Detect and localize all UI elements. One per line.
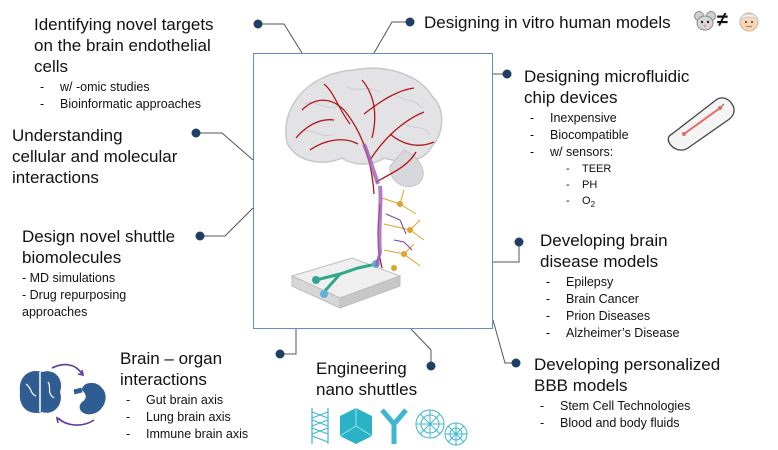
bullet-dot-interactions (191, 128, 201, 138)
liposome-icon (415, 409, 445, 439)
invitro-title: Designing in vitro human models (424, 13, 671, 32)
list-item: TEER (560, 161, 724, 177)
section-targets: Identifying novel targets on the brain e… (34, 14, 249, 113)
list-item: Blood and body fluids (534, 415, 774, 432)
list-item: Gut brain axis (120, 392, 280, 409)
section-nano: Engineering nano shuttles (316, 358, 446, 400)
list-item: Stem Cell Technologies (534, 398, 774, 415)
nano-title-2: nano shuttles (316, 380, 418, 399)
connector-targets (258, 23, 303, 54)
personal-title-1: Developing personalized (534, 355, 721, 374)
brain-gut-icon (19, 363, 106, 426)
nanotube-icon (311, 408, 329, 444)
list-item: Epilepsy (540, 274, 740, 291)
list-item: Lung brain axis (120, 409, 280, 426)
list-item: Prion Diseases (540, 308, 740, 325)
human-face-icon (739, 12, 759, 32)
targets-title-2: on the brain endothelial (34, 36, 211, 55)
connector-organ (280, 329, 297, 355)
connector-personal (492, 319, 516, 364)
connector-invitro (373, 21, 410, 54)
microfluidic-chip-icon (667, 97, 735, 151)
connector-shuttle (200, 207, 254, 237)
bullet-dot-microfluidic (502, 69, 512, 79)
shuttle-item-1: - MD simulations (22, 271, 116, 285)
dendrimer-icon (444, 422, 468, 446)
organ-list: Gut brain axis Lung brain axis Immune br… (120, 392, 280, 443)
list-item: Immune brain axis (120, 426, 280, 443)
interactions-title-3: interactions (12, 168, 99, 187)
shuttle-item-2: - Drug repurposing (22, 288, 127, 302)
brain-bbb-illustration (285, 67, 443, 309)
organ-title-1: Brain – organ (120, 349, 223, 368)
section-disease: Developing brain disease models Epilepsy… (540, 230, 740, 342)
neurons (391, 201, 413, 271)
purple-vessel (362, 143, 380, 185)
organ-title-2: interactions (120, 370, 207, 389)
personal-list: Stem Cell Technologies Blood and body fl… (534, 398, 774, 432)
list-item: Inexpensive (524, 110, 724, 127)
bullet-dot-targets (253, 19, 263, 29)
list-item: w/ -omic studies (34, 79, 249, 96)
list-item: Alzheimer’s Disease (540, 325, 740, 342)
o2-subscript: 2 (590, 200, 596, 210)
section-invitro: Designing in vitro human models (424, 12, 724, 33)
disease-title-1: Developing brain (540, 231, 668, 250)
list-item: O2 (560, 193, 724, 213)
mouse-icon (694, 11, 716, 31)
bullet-dot-organ (275, 349, 285, 359)
shuttle-title-1: Design novel shuttle (22, 227, 176, 246)
connector-disease (493, 242, 520, 263)
targets-title-1: Identifying novel targets (34, 15, 214, 34)
section-organ: Brain – organ interactions Gut brain axi… (120, 348, 280, 443)
interactions-title-1: Understanding (12, 126, 123, 145)
microfluidic-title-1: Designing microfluidic (524, 67, 690, 86)
microfluidic-list: Inexpensive Biocompatible w/ sensors: (524, 110, 724, 161)
bullet-dot-shuttle (195, 231, 205, 241)
list-item: Bioinformatic approaches (34, 96, 249, 113)
connector-nano (410, 328, 432, 366)
interactions-title-2: cellular and molecular (12, 147, 178, 166)
o2-base: O (582, 195, 591, 207)
disease-title-2: disease models (540, 252, 659, 271)
personal-title-2: BBB models (534, 376, 628, 395)
antibody-icon (380, 408, 408, 444)
chip-channel (315, 262, 377, 282)
brain-shape (285, 67, 443, 165)
list-item: Brain Cancer (540, 291, 740, 308)
list-item: Biocompatible (524, 127, 724, 144)
nano-shuttle-icons (311, 408, 468, 446)
shuttle-item-3: approaches (22, 305, 88, 319)
bullet-dot-invitro (405, 17, 415, 27)
nano-title-1: Engineering (316, 359, 407, 378)
microfluidic-title-2: chip devices (524, 88, 618, 107)
list-item: w/ sensors: (524, 144, 724, 161)
disease-list: Epilepsy Brain Cancer Prion Diseases Alz… (540, 274, 740, 342)
section-shuttle: Design novel shuttle biomolecules - MD s… (22, 226, 202, 321)
purple-stem (377, 185, 383, 255)
targets-title-3: cells (34, 57, 69, 76)
list-item: PH (560, 177, 724, 193)
shuttle-title-2: biomolecules (22, 248, 122, 267)
central-illustration-frame (253, 53, 493, 329)
sensor-list: TEER PH O2 (560, 161, 724, 213)
section-personal: Developing personalized BBB models Stem … (534, 354, 774, 432)
bullet-dot-nano (426, 361, 436, 371)
section-interactions: Understanding cellular and molecular int… (12, 125, 197, 188)
bullet-dot-personal (511, 358, 521, 368)
not-equal-sign: ≠ (717, 9, 728, 31)
bullet-dot-disease (514, 237, 524, 247)
targets-list: w/ -omic studies Bioinformatic approache… (34, 79, 249, 113)
section-microfluidic: Designing microfluidic chip devices Inex… (524, 66, 724, 213)
connector-interactions (196, 132, 254, 161)
